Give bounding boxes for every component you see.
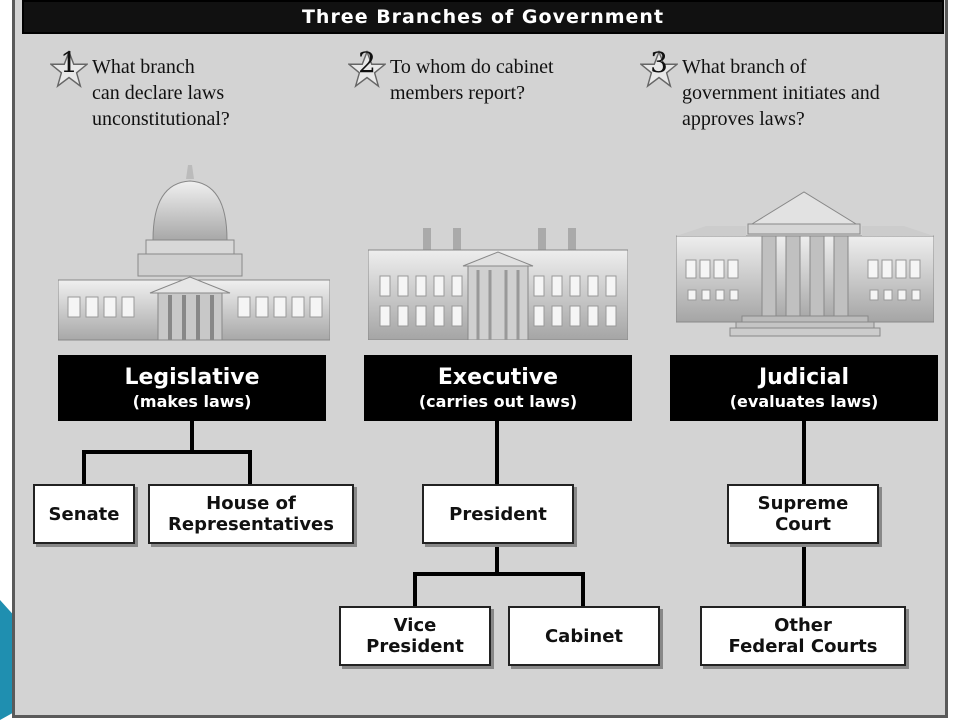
vice-president-node: Vice President [339,606,491,666]
judicial-branch-header: Judicial (evaluates laws) [670,355,938,421]
branch-name: Judicial [670,365,938,391]
other-federal-courts-node: Other Federal Courts [700,606,906,666]
branch-description: (carries out laws) [364,391,632,413]
branch-description: (evaluates laws) [670,391,938,413]
cabinet-node: Cabinet [508,606,660,666]
senate-node: Senate [33,484,135,544]
branch-name: Executive [364,365,632,391]
legislative-branch-header: Legislative (makes laws) [58,355,326,421]
branch-name: Legislative [58,365,326,391]
house-of-representatives-node: House of Representatives [148,484,354,544]
executive-branch-header: Executive (carries out laws) [364,355,632,421]
branch-description: (makes laws) [58,391,326,413]
supreme-court-node: Supreme Court [727,484,879,544]
president-node: President [422,484,574,544]
